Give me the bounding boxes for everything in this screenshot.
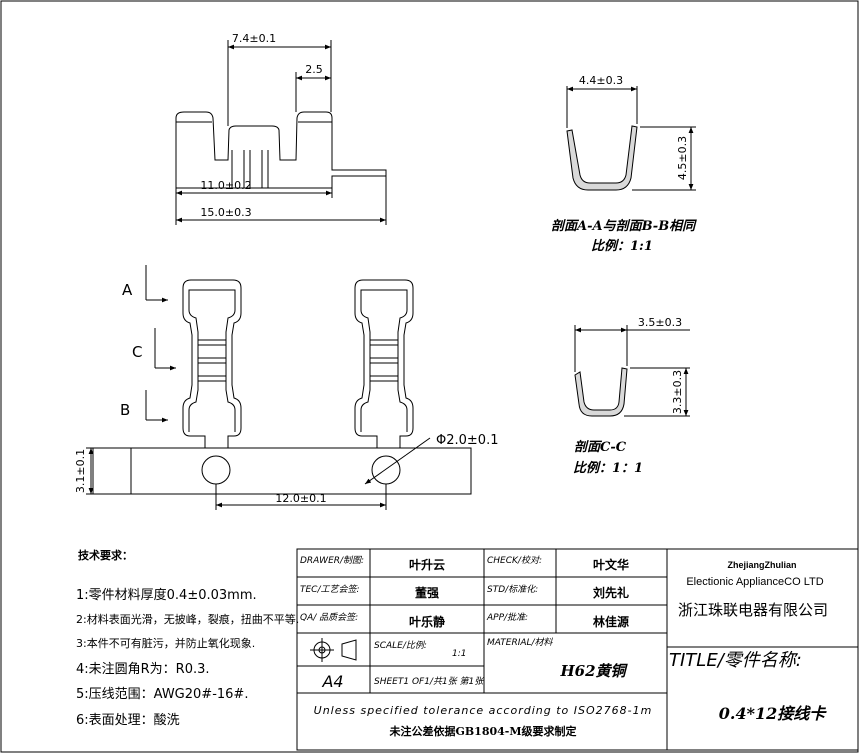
app-label: APP/批准:	[486, 612, 528, 623]
section-marker-b	[145, 390, 168, 423]
dim-top-total: 15.0±0.3	[200, 206, 251, 219]
requirement-2: 2:材料表面光滑，无披峰，裂痕，扭曲不平等.	[76, 612, 299, 626]
terminal-right	[354, 279, 414, 448]
section-label-a: A	[122, 281, 133, 299]
front-view	[86, 265, 472, 510]
drawer-name: 叶升云	[409, 557, 445, 572]
title-label: TITLE/零件名称:	[669, 650, 802, 671]
material-label: MATERIAL/材料	[487, 637, 554, 648]
app-name: 林佳源	[593, 614, 629, 629]
section-ab-title: 剖面A-A与剖面B-B相同	[551, 218, 697, 234]
section-marker-a	[145, 265, 168, 303]
dim-top-width: 7.4±0.1	[232, 32, 276, 45]
dim-sec-ab-width: 4.4±0.3	[579, 74, 623, 87]
requirement-4: 4:未注圆角R为：R0.3.	[76, 662, 210, 677]
scale-label: SCALE/比例:	[374, 640, 427, 651]
requirement-5: 5:压线范围：AWG20#-16#.	[76, 687, 248, 702]
scale-value: 1:1	[452, 649, 466, 659]
paper-size: A4	[321, 672, 343, 691]
section-label-b: B	[120, 401, 130, 419]
material-value: H62黄铜	[559, 662, 628, 680]
section-c-scale: 比例：1：1	[573, 460, 643, 476]
tec-name: 董强	[415, 585, 439, 600]
company-name-cn: 浙江珠联电器有限公司	[678, 601, 828, 619]
terminal-left	[182, 279, 242, 448]
dim-hole-dia: Φ2.0±0.1	[436, 433, 498, 448]
dim-sec-c-width: 3.5±0.3	[638, 316, 682, 329]
tolerance-en: Unless specified tolerance according to …	[314, 704, 653, 717]
tolerance-cn: 未注公差依据GB1804-M级要求制定	[388, 724, 576, 738]
section-ab	[566, 86, 696, 191]
requirements: 技术要求： 1:零件材料厚度0.4±0.03mm. 2:材料表面光滑，无披峰，裂…	[76, 548, 299, 728]
section-c-profile	[574, 367, 628, 417]
dim-top-inner: 11.0±0.2	[200, 179, 251, 192]
qa-name: 叶乐静	[409, 614, 445, 629]
section-c-title: 剖面C-C	[574, 439, 627, 455]
top-view	[175, 40, 387, 225]
dim-strip-height: 3.1±0.1	[74, 449, 87, 493]
qa-label: QA/ 品质会签:	[300, 612, 358, 623]
check-label: CHECK/校对:	[487, 555, 542, 566]
std-name: 刘先礼	[593, 585, 629, 600]
dim-hole-pitch: 12.0±0.1	[275, 492, 326, 505]
pilot-hole-right	[371, 455, 401, 485]
section-c	[574, 325, 690, 417]
pilot-hole-left	[201, 455, 231, 485]
company-name-en-1: ZhejiangZhulian	[728, 560, 797, 570]
section-label-c: C	[132, 343, 142, 361]
carrier-strip	[92, 447, 472, 495]
dim-top-step: 2.5	[305, 63, 323, 76]
std-label: STD/标准化:	[487, 584, 538, 595]
tec-label: TEC/工艺会签:	[300, 584, 360, 595]
company-name-en-2: Electionic ApplianceCO LTD	[686, 576, 823, 588]
part-name: 0.4*12接线卡	[719, 704, 827, 723]
check-name: 叶文华	[593, 557, 629, 572]
section-ab-profile	[566, 125, 638, 191]
requirements-title: 技术要求：	[78, 548, 133, 562]
requirement-3: 3:本件不可有脏污，并防止氧化现象.	[76, 636, 255, 650]
requirement-1: 1:零件材料厚度0.4±0.03mm.	[76, 587, 257, 603]
title-block	[296, 548, 859, 751]
dim-sec-c-height: 3.3±0.3	[671, 370, 684, 414]
section-marker-c	[154, 328, 176, 371]
drawer-label: DRAWER/制图:	[300, 555, 364, 566]
sheet-info: SHEET1 OF1/共1张 第1张	[374, 676, 485, 687]
requirement-6: 6:表面处理：酸洗	[76, 713, 180, 728]
dim-sec-ab-height: 4.5±0.3	[676, 136, 689, 180]
section-ab-scale: 比例：1:1	[591, 238, 653, 254]
top-view-outline	[175, 111, 387, 189]
